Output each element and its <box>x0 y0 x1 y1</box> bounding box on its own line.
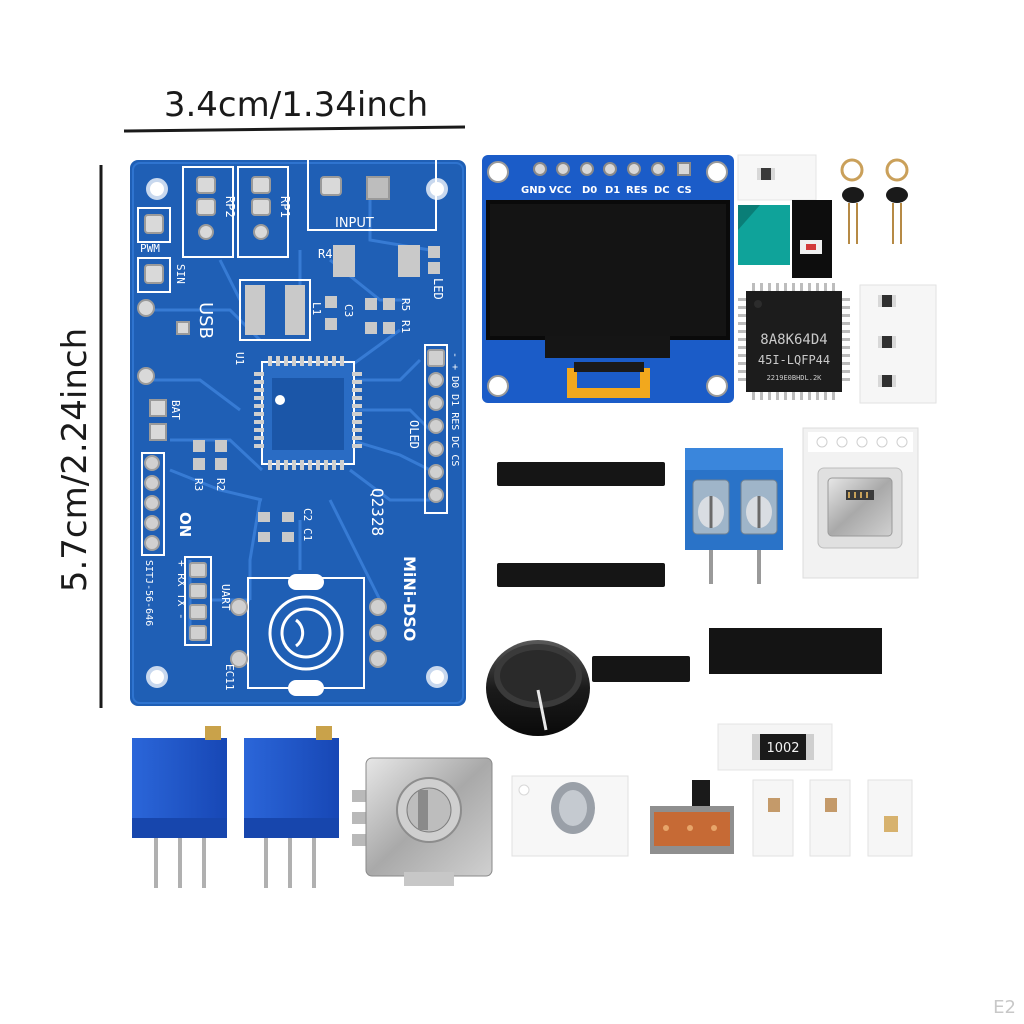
pcb-board: RP2 RP1 INPUT PWM SIN USB R4 LED L1 C3 R… <box>130 160 466 706</box>
smd-resistor-tape <box>859 284 937 404</box>
pcb-label-rp1: RP1 <box>278 196 292 218</box>
pcb-label-sin: SIN <box>174 264 187 284</box>
pcb-label-r2: R2 <box>214 478 227 491</box>
ec11-footprint <box>230 574 387 696</box>
resistor-marking: 1002 <box>766 741 799 756</box>
smd-capacitor-1 <box>752 779 794 857</box>
height-label: 5.7cm/2.24inch <box>55 328 95 592</box>
trimmer-potentiometer-2 <box>244 726 339 888</box>
pcb-label-led: LED <box>431 278 445 300</box>
oled-display-module: GND VCC D0 D1 RES DC CS <box>482 155 734 403</box>
pcb-label-c2: C2 <box>301 508 314 521</box>
oled-header-pads <box>427 349 445 503</box>
micro-usb-connector <box>802 427 919 579</box>
smd-capacitor-3 <box>867 779 913 857</box>
oled-pin-label: D0 <box>582 185 597 196</box>
pcb-label-r5: R5 <box>399 298 412 311</box>
smd-capacitor-2 <box>809 779 851 857</box>
pcb-label-uart-pins: + RX TX - <box>175 560 188 620</box>
female-header <box>709 628 882 702</box>
oled-pin-label: CS <box>677 185 692 196</box>
oled-pin-labels: GND VCC D0 D1 RES DC CS <box>521 185 692 196</box>
right-angle-pin-header <box>592 636 690 736</box>
pcb-label-r1: R1 <box>399 320 412 333</box>
pcb-label-usb: USB <box>195 302 216 339</box>
pcb-label-oled: OLED <box>407 420 421 449</box>
buzzer-part <box>511 775 629 857</box>
width-dimension: 3.4cm/1.34inch <box>123 85 466 133</box>
pcb-label-mini-dso: MiNi-DSO <box>400 556 419 641</box>
pcb-label-rp2: RP2 <box>223 196 237 218</box>
pcb-label-c1: C1 <box>301 528 314 541</box>
rotary-knob <box>486 640 590 736</box>
screw-terminal <box>685 448 783 584</box>
pcb-label-r4: R4 <box>318 247 332 261</box>
green-smd-part <box>738 205 790 265</box>
pcb-label-input: INPUT <box>335 216 374 231</box>
smd-resistor-strip <box>737 154 817 201</box>
pin-header-row-1 <box>497 436 665 516</box>
mcu-marking-line3: 2219E0BHDL.2K <box>767 374 823 382</box>
trimmer-potentiometer-1 <box>132 726 227 888</box>
pcb-label-uart: UART <box>219 584 232 611</box>
oled-pin-label: D1 <box>605 185 620 196</box>
rotary-encoder <box>352 757 493 886</box>
u1-footprint <box>254 356 362 470</box>
mcu-marking-line2: 45I-LQFP44 <box>758 353 830 367</box>
oled-pin-label: DC <box>654 185 670 196</box>
smd-resistor-1002: 1002 <box>717 723 833 771</box>
pcb-label-ec11: EC11 <box>223 664 236 691</box>
pcb-label-bat: BAT <box>169 400 182 420</box>
pcb-label-oled-pins: - + D0 D1 RES DC CS <box>449 352 460 466</box>
mcu-marking-line1: 8A8K64D4 <box>760 332 827 348</box>
pcb-label-l1: L1 <box>310 302 323 315</box>
mcu-chip: 8A8K64D4 45I-LQFP44 2219E0BHDL.2K <box>738 283 850 400</box>
pcb-label-u1: U1 <box>233 352 246 365</box>
pcb-label-r3: R3 <box>192 478 205 491</box>
slide-switch <box>650 780 734 854</box>
oled-header-holes <box>533 162 691 176</box>
pcb-label-q2328: Q2328 <box>368 488 387 536</box>
height-dimension: 5.7cm/2.24inch <box>55 165 103 708</box>
pcb-label-sitj: SITJ-56-646 <box>143 560 154 626</box>
oled-pin-label: VCC <box>549 185 571 196</box>
oled-pin-label: RES <box>626 185 648 196</box>
pcb-label-c3: C3 <box>342 304 355 317</box>
width-label: 3.4cm/1.34inch <box>164 85 428 125</box>
pcb-label-pwm: PWM <box>140 242 160 255</box>
watermark: E2 <box>993 997 1016 1018</box>
pcb-label-on: ON <box>176 512 194 537</box>
oled-pin-label: GND <box>521 185 546 196</box>
leds-with-leads <box>840 158 909 244</box>
pin-header-row-2 <box>497 538 665 616</box>
smd-transistor <box>792 200 832 278</box>
